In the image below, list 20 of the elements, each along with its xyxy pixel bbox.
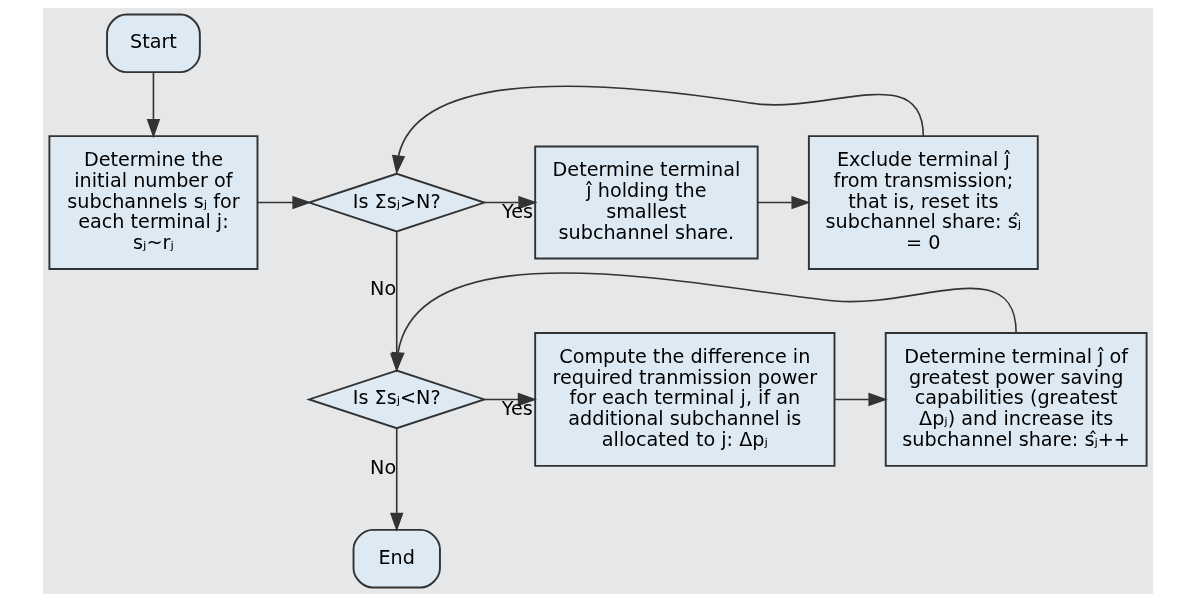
node-box: Determine the initial number of subchannels sⱼ for each terminal j: sⱼ~rⱼ <box>47 135 258 270</box>
arrow <box>391 85 924 175</box>
edge-label: No <box>369 277 396 301</box>
arrow <box>256 195 312 210</box>
arrow <box>389 428 403 532</box>
node-diamond: Is Σsⱼ<N? <box>305 369 487 430</box>
arrow <box>146 72 160 139</box>
arrow <box>756 195 811 210</box>
edge-label: No <box>369 455 396 479</box>
node-box: Determine terminal ĵ holding the smallest subchannel share. <box>533 145 759 260</box>
node-box: Determine terminal ĵ of greatest power saving capabilities (greatest Δpⱼ) and increase its subchannel share: sⱼ̂++ <box>884 332 1148 467</box>
node-box: Exclude terminal ĵ from transmission; that is, reset its subchannel share: sⱼ̂ = 0 <box>807 135 1039 270</box>
arrow <box>483 392 537 407</box>
node-box: Start <box>105 13 201 74</box>
node-box: Compute the difference in required tranmission power for each terminal j, if an additional subchannel is allocated to j: Δpⱼ <box>533 332 835 467</box>
edge-label: Yes <box>501 396 533 420</box>
arrow <box>833 392 888 407</box>
edge-label: Yes <box>501 199 533 223</box>
node-box: End <box>352 528 441 589</box>
arrow <box>483 195 538 210</box>
